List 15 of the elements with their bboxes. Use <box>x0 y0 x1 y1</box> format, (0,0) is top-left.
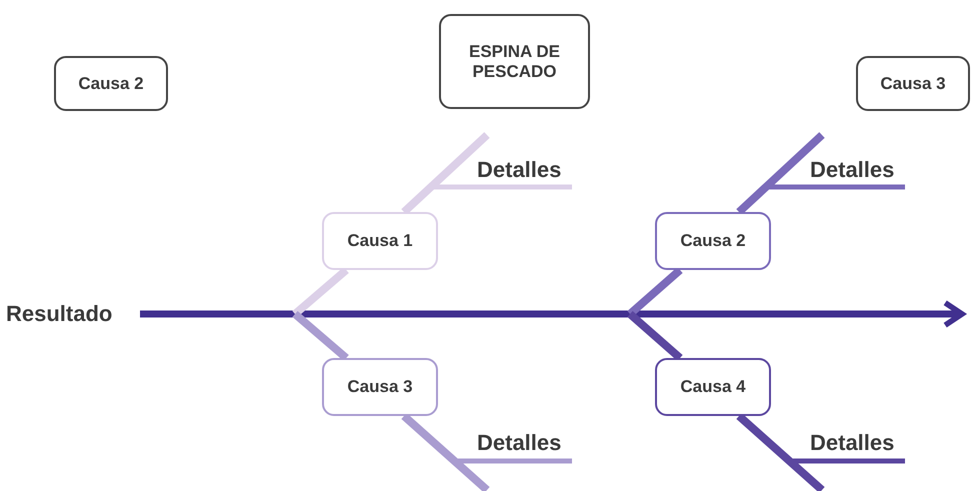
bone-line <box>627 311 683 361</box>
cause-box: Causa 1 <box>322 212 438 270</box>
title-box: ESPINA DE PESCADO <box>439 14 590 109</box>
cause-box: Causa 2 <box>54 56 168 111</box>
spine-arrow <box>140 300 965 328</box>
cause-box: Causa 4 <box>655 358 771 416</box>
bone-line <box>627 267 683 317</box>
cause-box: Causa 2 <box>655 212 771 270</box>
cause-box: Causa 3 <box>322 358 438 416</box>
detail-label: Detalles <box>477 430 562 456</box>
cause-box: Causa 3 <box>856 56 970 111</box>
detail-label: Detalles <box>810 430 894 456</box>
detail-label: Detalles <box>810 157 894 183</box>
detail-label: Detalles <box>477 157 562 183</box>
effect-label: Resultado <box>6 297 140 331</box>
